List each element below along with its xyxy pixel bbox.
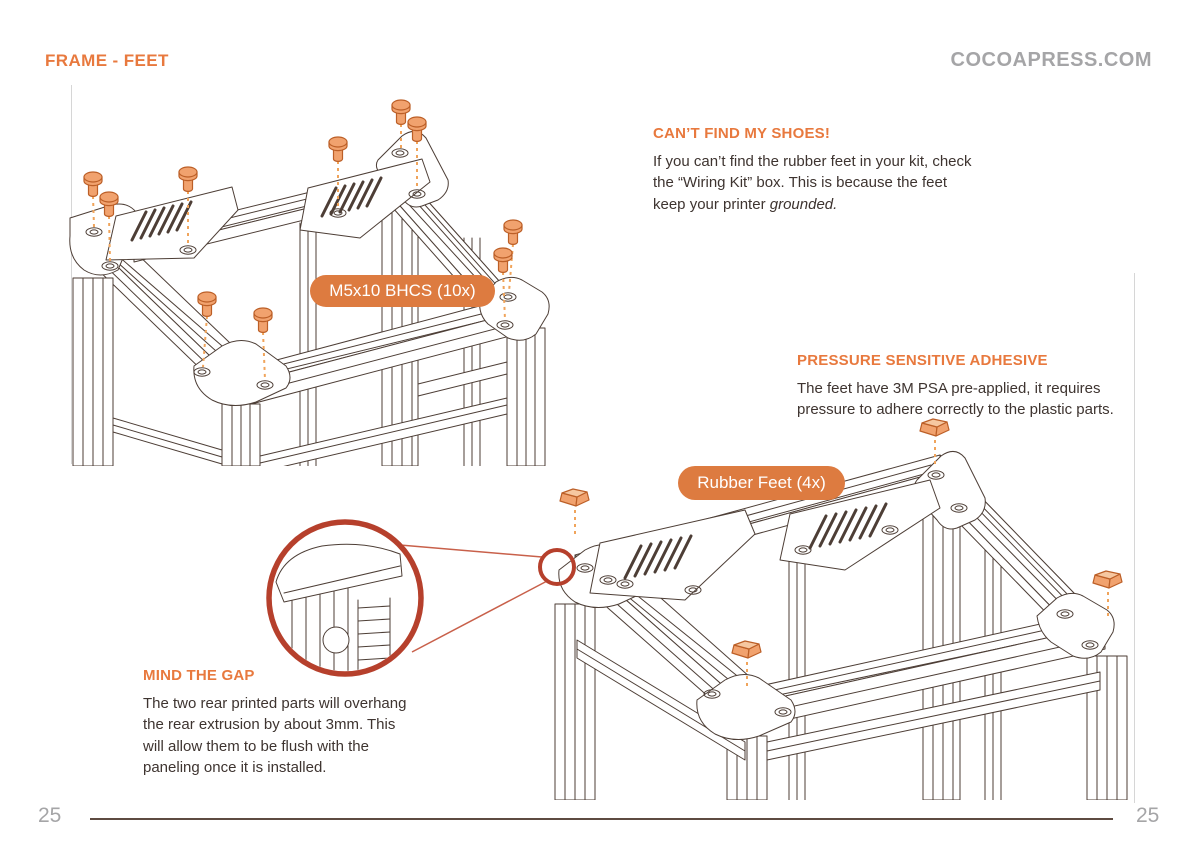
lower-rails xyxy=(112,361,508,466)
note-gap: MIND THE GAP The two rear printed parts … xyxy=(143,665,406,779)
printed-vent-parts xyxy=(589,479,941,601)
left-margin-rule xyxy=(71,85,72,464)
page-title: FRAME - FEET xyxy=(45,51,169,70)
note-gap-line3: will allow them to be flush with the xyxy=(143,737,369,755)
footer-rule xyxy=(90,818,1113,820)
site-url: COCOAPRESS.COM xyxy=(950,49,1152,71)
detail-content xyxy=(275,543,403,671)
note-adhesive-title: PRESSURE SENSITIVE ADHESIVE xyxy=(797,352,1048,369)
grounded-italic: grounded. xyxy=(769,195,838,213)
corner-posts xyxy=(72,277,546,466)
note-shoes-line3: keep your printer grounded. xyxy=(653,195,838,213)
magnifier-ring xyxy=(266,519,424,677)
detail-zoom-circle xyxy=(266,519,576,677)
note-adhesive-line1: The feet have 3M PSA pre-applied, it req… xyxy=(797,379,1101,397)
note-gap-line1: The two rear printed parts will overhang xyxy=(143,694,407,712)
callout-rubber-feet: Rubber Feet (4x) xyxy=(678,466,845,500)
frame-feet-illustration xyxy=(554,418,1128,800)
printed-vent-parts xyxy=(105,158,431,261)
note-adhesive: PRESSURE SENSITIVE ADHESIVE The feet hav… xyxy=(797,350,1114,421)
rear-posts xyxy=(299,222,481,466)
note-gap-title: MIND THE GAP xyxy=(143,667,255,684)
far-post xyxy=(922,482,961,800)
note-gap-line4: paneling once it is installed. xyxy=(143,759,327,776)
foot-leader-lines xyxy=(574,440,1109,690)
note-shoes-line2: the “Wiring Kit” box. This is because th… xyxy=(653,174,948,191)
note-shoes-title: CAN’T FIND MY SHOES! xyxy=(653,125,831,142)
detail-source-marker xyxy=(538,548,576,586)
right-margin-rule xyxy=(1134,273,1135,803)
page-number-left: 25 xyxy=(38,804,62,827)
note-shoes-line1: If you can’t find the rubber feet in you… xyxy=(653,152,972,170)
page-number-right: 25 xyxy=(1136,804,1160,827)
note-shoes: CAN’T FIND MY SHOES! If you can’t find t… xyxy=(653,123,972,215)
note-gap-line2: the rear extrusion by about 3mm. This xyxy=(143,716,396,733)
callout-screws: M5x10 BHCS (10x) xyxy=(310,275,495,307)
note-adhesive-line2: pressure to adhere correctly to the plas… xyxy=(797,401,1114,418)
